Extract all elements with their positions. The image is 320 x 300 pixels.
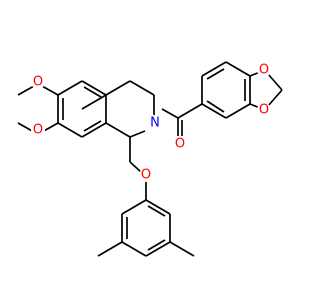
bond xyxy=(121,199,147,215)
bond xyxy=(57,80,83,96)
bond xyxy=(97,241,123,257)
bond xyxy=(206,68,225,80)
bond xyxy=(57,122,83,138)
bond xyxy=(201,61,227,77)
bond xyxy=(81,94,107,110)
atom-label-o: O xyxy=(33,75,43,90)
bond xyxy=(41,85,59,96)
bond xyxy=(267,89,283,107)
bond xyxy=(129,80,155,96)
molecule-structure: O N O O O O O xyxy=(17,61,283,257)
atom-label-o: O xyxy=(141,168,151,183)
atom-ether-oxygen: O xyxy=(139,168,153,183)
bond xyxy=(129,161,142,173)
atom-ring-nitrogen: N xyxy=(148,116,162,131)
bond xyxy=(147,239,166,251)
atom-methoxy-oxygen-7: O xyxy=(31,123,45,138)
bond xyxy=(83,120,102,132)
bond xyxy=(83,86,102,98)
atom-label-o: O xyxy=(259,63,269,78)
bond xyxy=(267,73,283,91)
atom-carbonyl-oxygen: O xyxy=(173,137,187,152)
atom-label-layer: O N O O O O O xyxy=(31,63,271,183)
bond xyxy=(145,241,171,257)
bond xyxy=(105,122,131,138)
bond xyxy=(121,241,147,257)
bond xyxy=(105,80,131,96)
bond xyxy=(161,108,179,119)
bond xyxy=(169,241,195,257)
atom-label-o: O xyxy=(259,103,269,118)
bond xyxy=(147,205,166,217)
atom-methoxy-oxygen-6: O xyxy=(31,75,45,90)
bond xyxy=(81,80,107,96)
atom-label-o: O xyxy=(175,137,185,152)
bond xyxy=(129,130,146,138)
bond xyxy=(225,61,251,77)
bond xyxy=(206,100,225,113)
bond xyxy=(81,122,107,138)
bond-layer xyxy=(17,61,283,257)
bond xyxy=(17,85,35,96)
bond xyxy=(201,103,227,119)
molecule-canvas: O N O O O O O xyxy=(17,61,283,257)
atom-label-o: O xyxy=(33,123,43,138)
atom-label-n: N xyxy=(150,116,160,131)
atom-dioxole-oxygen-1: O xyxy=(257,63,271,78)
bond xyxy=(177,103,203,119)
bond xyxy=(225,103,251,119)
bond xyxy=(145,199,171,215)
atom-dioxole-oxygen-2: O xyxy=(257,103,271,118)
